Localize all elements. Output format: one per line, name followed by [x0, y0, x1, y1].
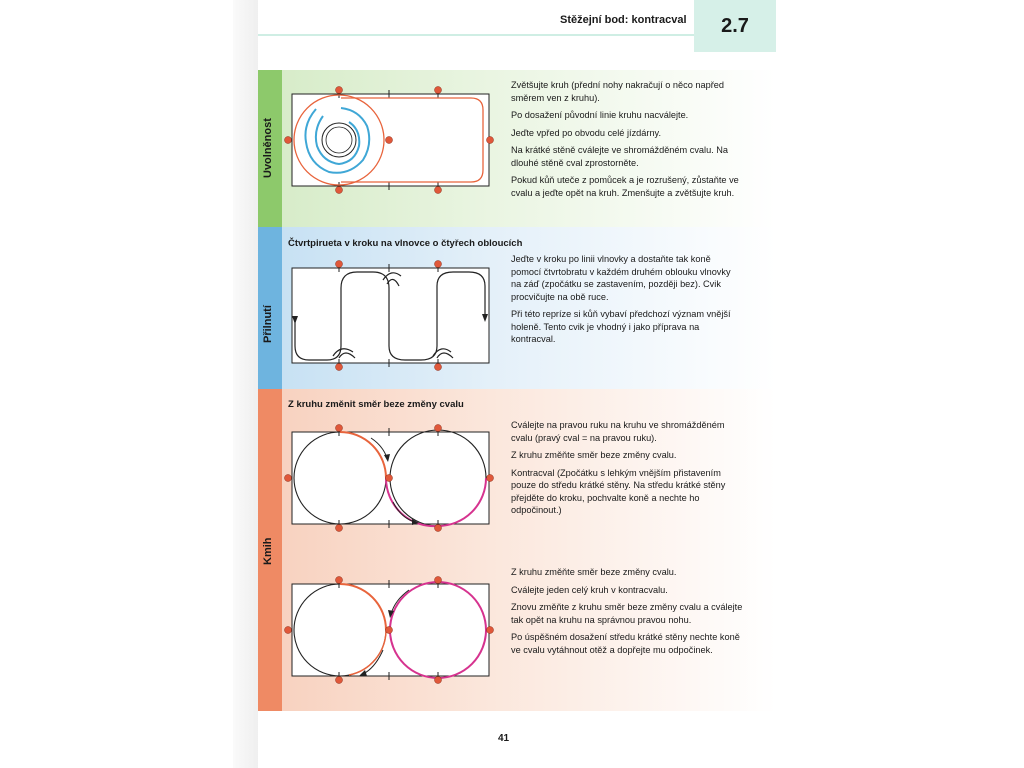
paragraph: Pokud kůň uteče z pomůcek a je rozrušený…: [511, 175, 739, 198]
paragraph: Po úspěšném dosažení středu krátké stěny…: [511, 632, 740, 655]
text-block-prilnuti: Jeďte v kroku po linii vlnovky a dostaňt…: [511, 253, 743, 351]
paragraph: Zvětšujte kruh (přední nohy nakračují o …: [511, 80, 724, 103]
paragraph: Po dosažení původní linie kruhu nacválej…: [511, 110, 689, 120]
header-title: Stěžejní bod: kontracval: [560, 14, 687, 26]
paragraph: Cválejte na pravou ruku na kruhu ve shro…: [511, 420, 725, 443]
text-block-uvolnenost: Zvětšujte kruh (přední nohy nakračují o …: [511, 79, 743, 204]
arena-diagram-change-circle-b: [284, 576, 494, 684]
paragraph: Z kruhu změňte směr beze změny cvalu.: [511, 567, 677, 577]
paragraph: Z kruhu změňte směr beze změny cvalu.: [511, 450, 677, 460]
paragraph: Kontracval (Zpočátku s lehkým vnějším př…: [511, 467, 726, 516]
section-heading-prilnuti: Čtvrtpirueta v kroku na vlnovce o čtyřec…: [288, 238, 523, 249]
paragraph: Na krátké stěně cválejte ve shromážděném…: [511, 145, 729, 168]
chapter-number: 2.7: [694, 0, 776, 52]
paragraph: Při této repríze si kůň vybaví předchozí…: [511, 309, 731, 344]
text-block-kmih-a: Cválejte na pravou ruku na kruhu ve shro…: [511, 419, 743, 522]
arena-diagram-serpentine: [291, 260, 490, 371]
paragraph: Cválejte jeden celý kruh v kontracvalu.: [511, 584, 668, 595]
page-number: 41: [498, 733, 510, 744]
section-heading-kmih: Z kruhu změnit směr beze změny cvalu: [288, 399, 464, 410]
section-label-uvolnenost: Uvolněnost: [262, 118, 274, 178]
section-label-kmih: Kmih: [262, 537, 274, 566]
paragraph: Jeďte vpřed po obvodu celé jízdárny.: [511, 127, 662, 138]
header-rule: [258, 34, 694, 36]
paragraph: Jeďte v kroku po linii vlnovky a dostaňt…: [511, 254, 731, 302]
text-block-kmih-b: Z kruhu změňte směr beze změny cvalu. Cv…: [511, 566, 743, 661]
arena-diagram-change-circle-a: [284, 424, 494, 532]
paragraph: Znovu změňte z kruhu směr beze změny cva…: [511, 602, 743, 625]
book-gutter: [233, 0, 258, 768]
section-label-prilnuti: Přilnutí: [262, 305, 274, 343]
arena-diagram-circle-spiral: [284, 86, 494, 194]
